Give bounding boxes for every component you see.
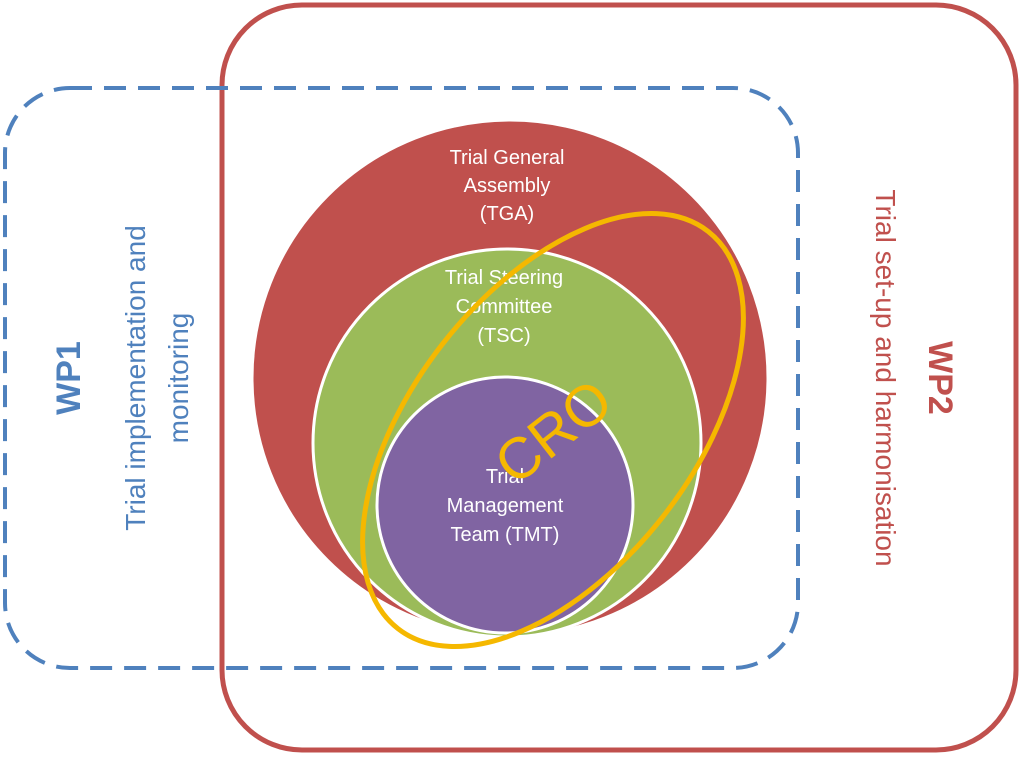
wp1-box — [3, 86, 800, 670]
tga-label-line2: Assembly — [464, 175, 551, 197]
wp2-box — [219, 2, 1019, 753]
tmt-label-line1: Trial — [486, 466, 524, 488]
tga-label-line3: (TGA) — [480, 203, 534, 225]
cro-ellipse — [360, 211, 746, 649]
tga-label-line1: Trial General — [450, 147, 565, 169]
wp2-subtitle: Trial set-up and harmonisation — [870, 189, 901, 566]
wp2-title: WP2 — [921, 341, 959, 415]
wp1-subtitle-line1: Trial implementation and — [120, 225, 151, 531]
tmt-circle — [375, 375, 635, 635]
wp1-subtitle-line2: monitoring — [163, 313, 194, 444]
tmt-label-line2: Management — [447, 495, 564, 517]
tsc-label-line3: (TSC) — [477, 325, 530, 347]
wp1-title: WP1 — [50, 341, 88, 415]
tmt-label-line3: Team (TMT) — [451, 524, 560, 546]
